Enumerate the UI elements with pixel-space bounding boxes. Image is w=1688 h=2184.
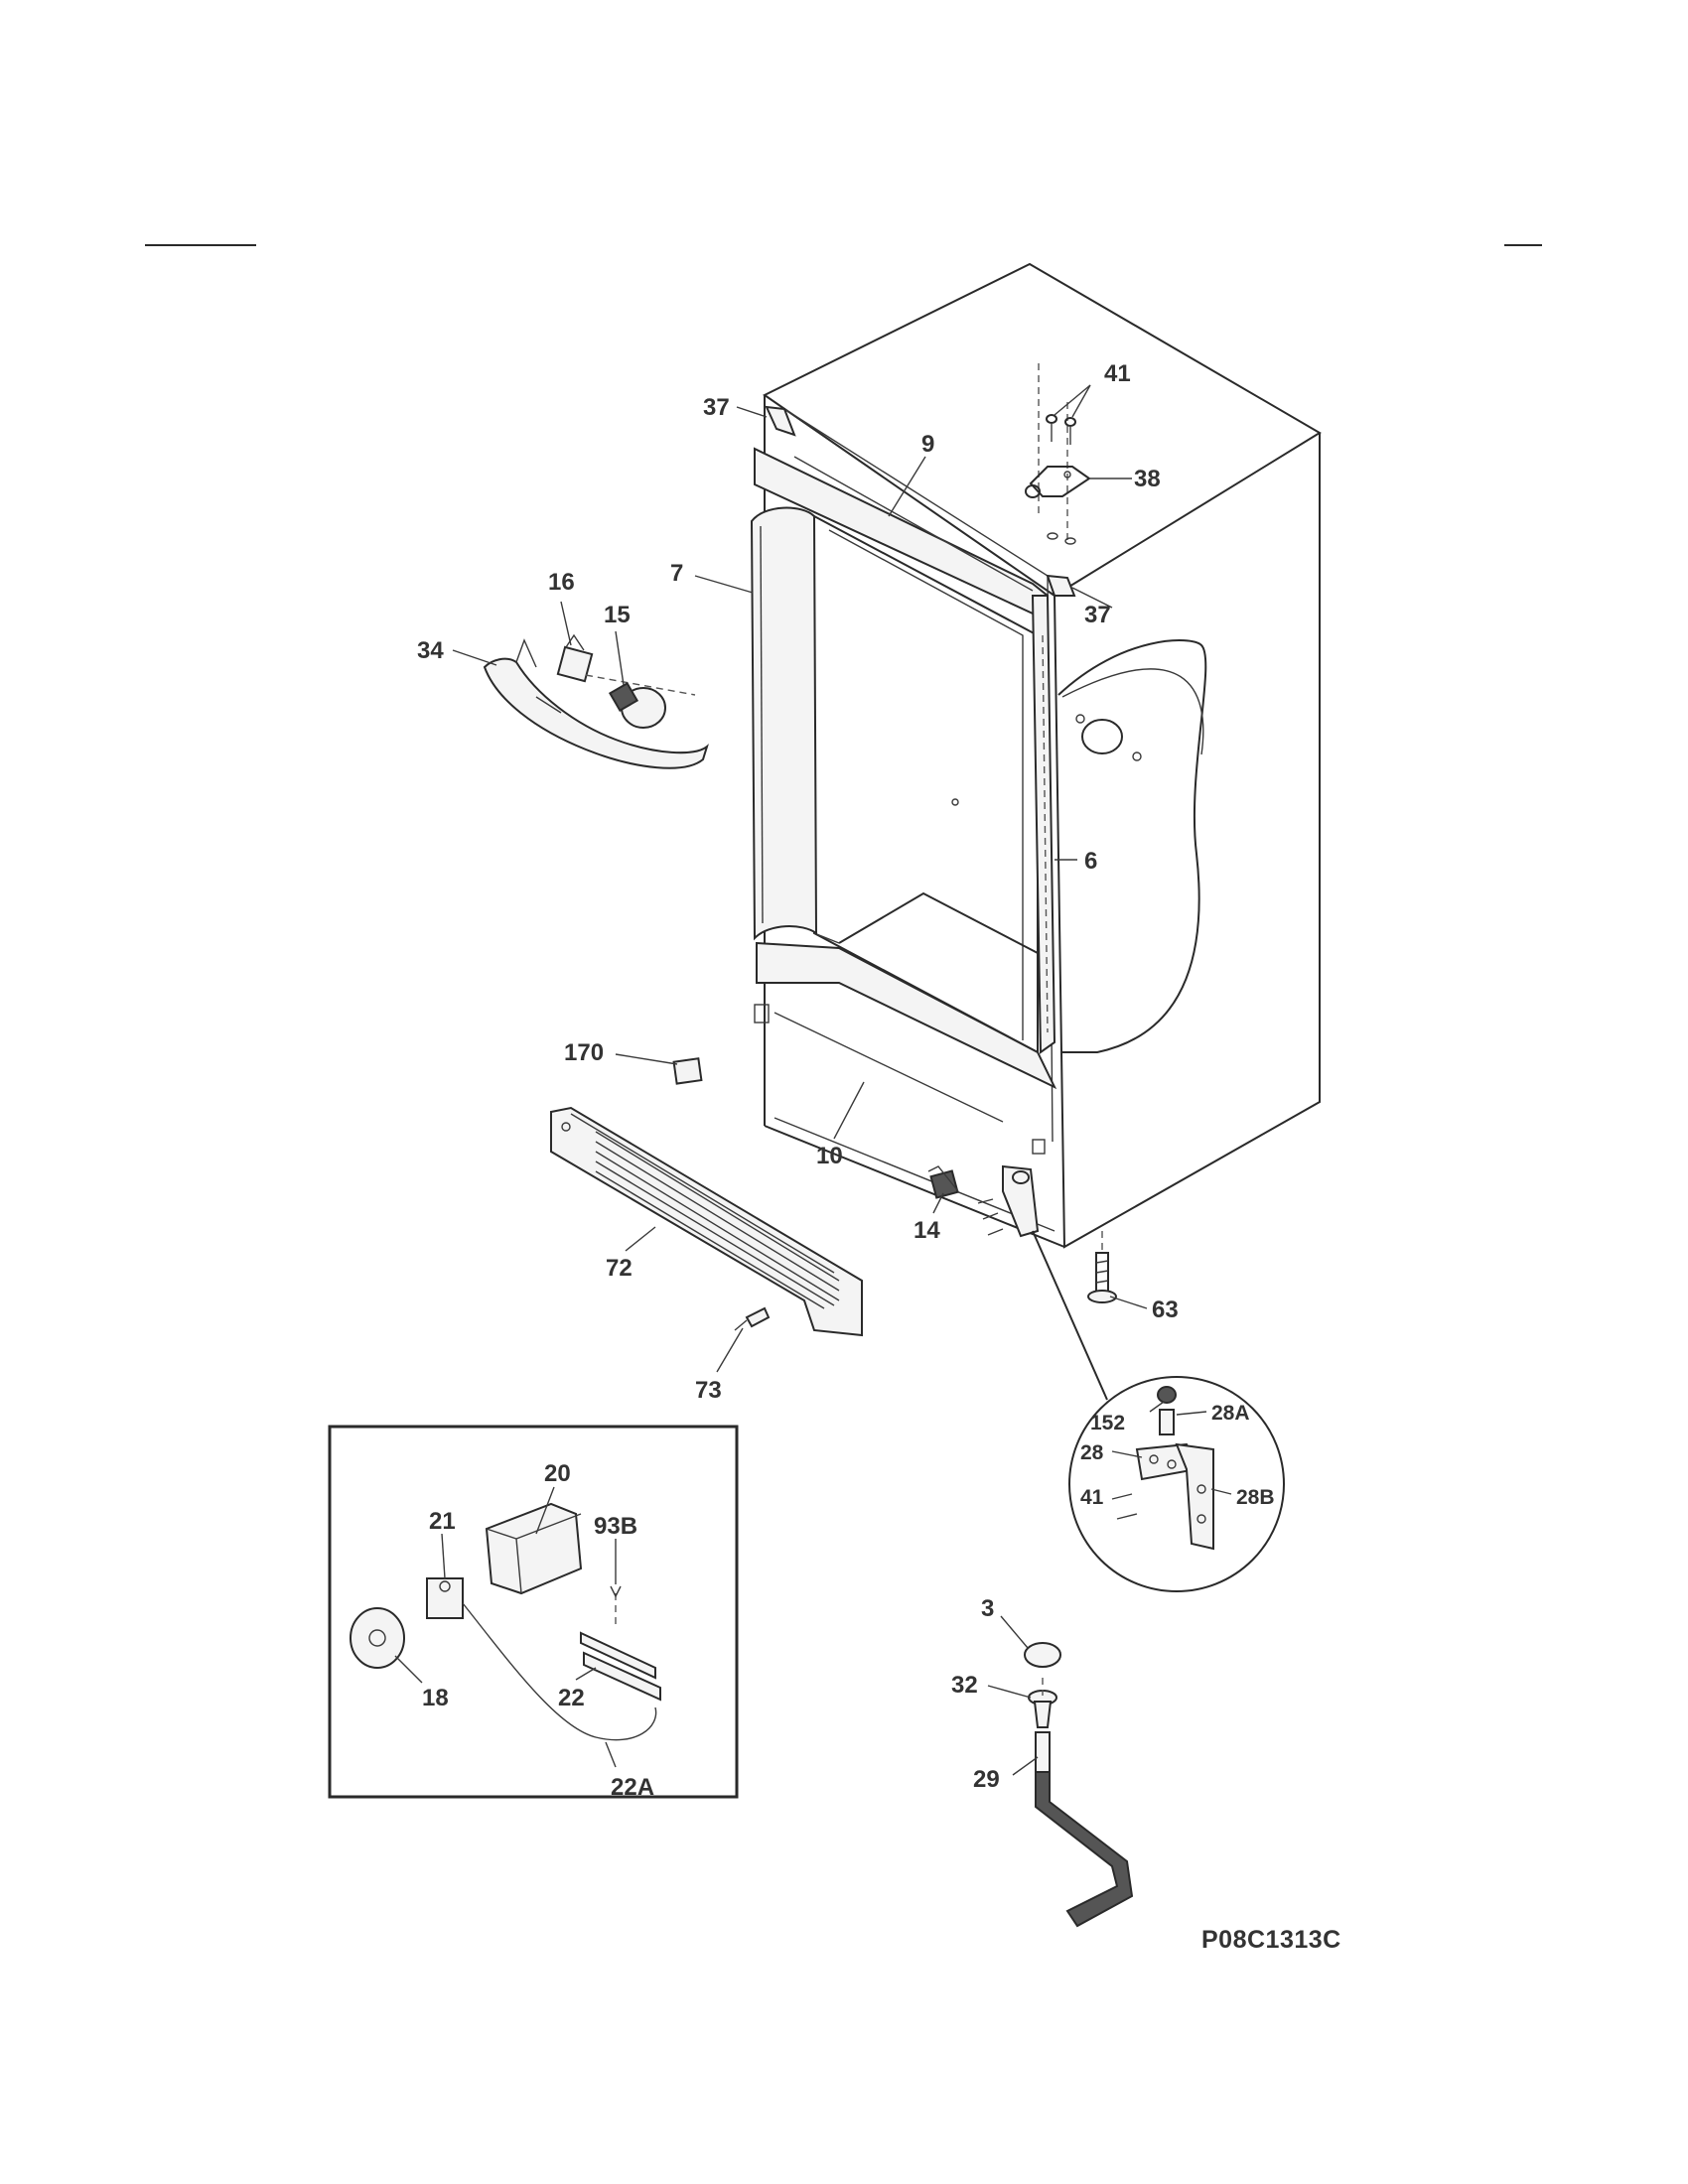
bottom-hinge-assembly: [977, 1164, 1108, 1401]
drain-tube-part: [1035, 1731, 1134, 1928]
drain-plug-part: [1024, 1642, 1061, 1668]
leveling-leg-part: [1087, 1231, 1117, 1303]
callout-22: 22: [558, 1685, 585, 1711]
callout-labels: 37 41 9 38 7 37 16 15 34 6 170 10 14 72 …: [417, 360, 1275, 1801]
leader-lines: [394, 384, 1232, 1776]
callout-6: 6: [1084, 848, 1097, 875]
grille-screw-part: [734, 1306, 771, 1331]
light-bulb-part: [585, 674, 696, 729]
callout-21: 21: [429, 1508, 456, 1535]
callout-41-detail: 41: [1080, 1486, 1104, 1509]
callout-20: 20: [544, 1460, 571, 1487]
callout-10: 10: [816, 1143, 843, 1169]
callout-22A: 22A: [611, 1774, 654, 1801]
breaker-strip-left: [750, 506, 818, 941]
callout-28B: 28B: [1236, 1486, 1275, 1509]
thermostat-kit-frame: [328, 1425, 739, 1799]
callout-32: 32: [951, 1672, 978, 1699]
lamp-socket-part: [556, 633, 594, 683]
callout-73: 73: [695, 1377, 722, 1404]
callout-37-right: 37: [1084, 602, 1111, 628]
callout-34: 34: [417, 637, 444, 664]
callout-93B: 93B: [594, 1513, 637, 1540]
callout-16: 16: [548, 569, 575, 596]
callout-29: 29: [973, 1766, 1000, 1793]
breaker-strip-right: [1031, 595, 1056, 1054]
top-hinge-assembly: [1025, 363, 1091, 545]
callout-9: 9: [921, 431, 934, 458]
callout-14: 14: [914, 1217, 940, 1244]
callout-28: 28: [1080, 1441, 1104, 1464]
callout-15: 15: [604, 602, 631, 628]
callout-7: 7: [670, 560, 683, 587]
drain-grommet-part: [1028, 1678, 1057, 1728]
drawing-code: P08C1313C: [1201, 1926, 1341, 1954]
thermostat-part: [426, 1577, 657, 1741]
thermostat-mount-screw: [610, 1585, 622, 1628]
thermostat-cover-part: [485, 1502, 583, 1595]
callout-63: 63: [1152, 1297, 1179, 1323]
breaker-strip-bottom: [754, 941, 1057, 1123]
light-shield-part: [483, 638, 709, 769]
callout-38: 38: [1134, 466, 1161, 492]
cap-left-part: [765, 405, 796, 437]
callout-170: 170: [564, 1039, 604, 1066]
thermostat-knob-part: [350, 1607, 405, 1669]
sensor-bracket-part: [580, 1631, 661, 1702]
callout-152: 152: [1090, 1412, 1125, 1434]
door-switch-part: [927, 1165, 959, 1199]
callout-3: 3: [981, 1595, 994, 1622]
clip-part: [672, 1057, 703, 1085]
callout-37-top: 37: [703, 394, 730, 421]
callout-41-top: 41: [1104, 360, 1131, 387]
callout-28A: 28A: [1211, 1402, 1250, 1425]
cap-right-part: [1046, 574, 1076, 597]
hinge-detail-view: [1068, 1376, 1285, 1592]
callout-72: 72: [606, 1255, 633, 1282]
callout-18: 18: [422, 1685, 449, 1711]
toe-grille-part: [550, 1106, 863, 1337]
